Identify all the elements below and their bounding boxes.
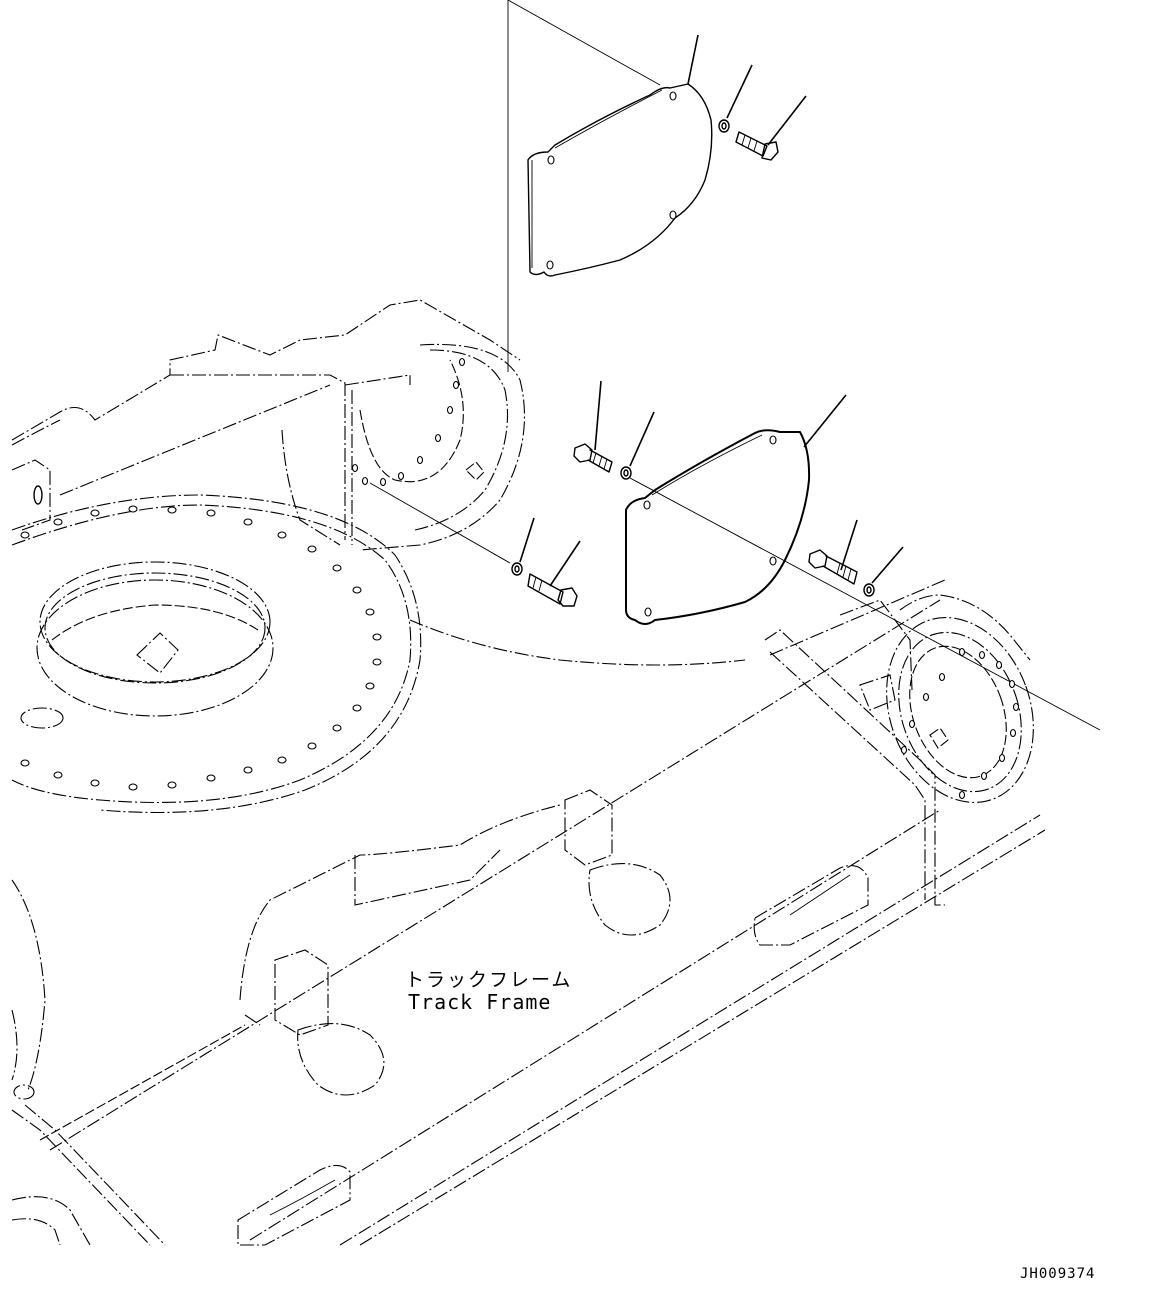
part-name-japanese: トラックフレーム [405,969,573,991]
upper-bolt[interactable] [735,131,779,161]
drawing-number: JH009374 [1020,1266,1096,1282]
left-washer-bottom[interactable] [511,562,523,576]
lower-cover-plate[interactable] [625,429,811,625]
idler-flange-bolt-holes [900,647,1020,800]
lower-cover-assembly [369,380,1101,731]
upper-washer[interactable] [718,119,730,133]
right-washer[interactable] [863,583,875,597]
left-bolt-bottom[interactable] [527,573,578,607]
upper-cover-plate[interactable] [527,83,713,277]
left-bolt-top[interactable] [573,443,613,473]
right-bolt[interactable] [808,549,858,585]
part-name-english: Track Frame [408,990,552,1014]
left-washer-top[interactable] [620,466,632,480]
upper-cover-assembly [507,0,807,372]
swing-circle-bolt-holes [20,505,382,791]
track-frame-body [11,299,1046,1246]
